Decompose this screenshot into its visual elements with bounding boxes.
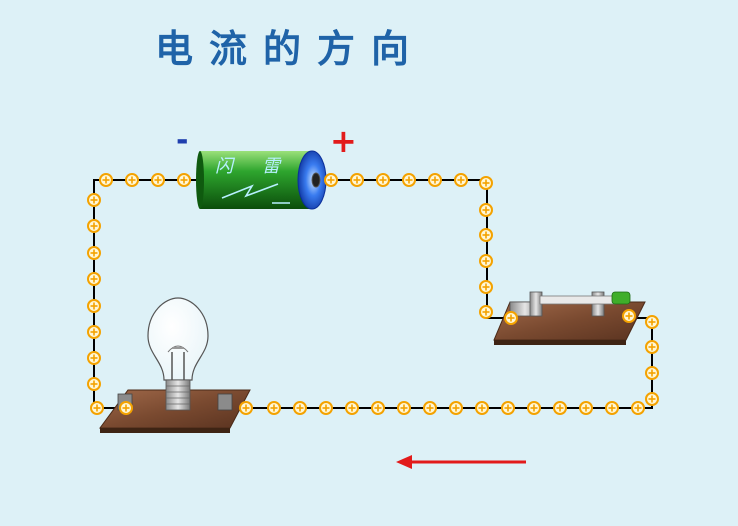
positive-charge	[87, 219, 101, 233]
positive-charge	[239, 401, 253, 415]
positive-charge	[324, 173, 338, 187]
positive-charge	[87, 299, 101, 313]
positive-terminal-sign: +	[330, 122, 357, 160]
positive-charge	[90, 401, 104, 415]
positive-charge	[423, 401, 437, 415]
positive-charge	[553, 401, 567, 415]
positive-charge	[87, 377, 101, 391]
positive-charge	[479, 203, 493, 217]
page-title: 电流的方向	[154, 26, 425, 71]
positive-charge	[479, 254, 493, 268]
positive-charge	[99, 173, 113, 187]
positive-charge	[645, 366, 659, 380]
positive-charge	[501, 401, 515, 415]
positive-charge	[87, 272, 101, 286]
positive-charge	[645, 340, 659, 354]
positive-charge	[579, 401, 593, 415]
positive-charge	[319, 401, 333, 415]
positive-charge	[402, 173, 416, 187]
positive-charge	[267, 401, 281, 415]
positive-charge	[428, 173, 442, 187]
positive-charge	[645, 392, 659, 406]
positive-charge	[350, 173, 364, 187]
negative-terminal-sign: -	[176, 123, 188, 158]
positive-charge	[504, 311, 518, 325]
battery-label-char-1: 闪	[215, 156, 236, 177]
positive-charge	[177, 173, 191, 187]
light-bulb	[99, 297, 251, 433]
positive-charge	[345, 401, 359, 415]
positive-charge	[479, 280, 493, 294]
positive-charge	[479, 228, 493, 242]
positive-charge	[87, 193, 101, 207]
positive-charge	[527, 401, 541, 415]
positive-charge	[622, 309, 636, 323]
battery-label-char-2: 雷	[262, 156, 282, 177]
positive-charge	[87, 325, 101, 339]
positive-charge	[475, 401, 489, 415]
positive-charge	[631, 401, 645, 415]
positive-charge	[645, 315, 659, 329]
positive-charge	[119, 401, 133, 415]
positive-charges	[87, 173, 659, 415]
positive-charge	[87, 351, 101, 365]
lightning-bolt-icon	[221, 183, 279, 199]
positive-charge	[371, 401, 385, 415]
positive-charge	[293, 401, 307, 415]
positive-charge	[151, 173, 165, 187]
positive-charge	[479, 305, 493, 319]
positive-charge	[397, 401, 411, 415]
positive-charge	[479, 176, 493, 190]
positive-charge	[125, 173, 139, 187]
positive-charge	[449, 401, 463, 415]
positive-charge	[87, 246, 101, 260]
positive-charge	[376, 173, 390, 187]
switch-handle[interactable]	[611, 291, 631, 305]
switch[interactable]	[493, 291, 646, 345]
battery: 闪 雷	[196, 150, 327, 210]
positive-charge	[605, 401, 619, 415]
positive-charge	[454, 173, 468, 187]
arrow-left-icon	[396, 455, 526, 469]
